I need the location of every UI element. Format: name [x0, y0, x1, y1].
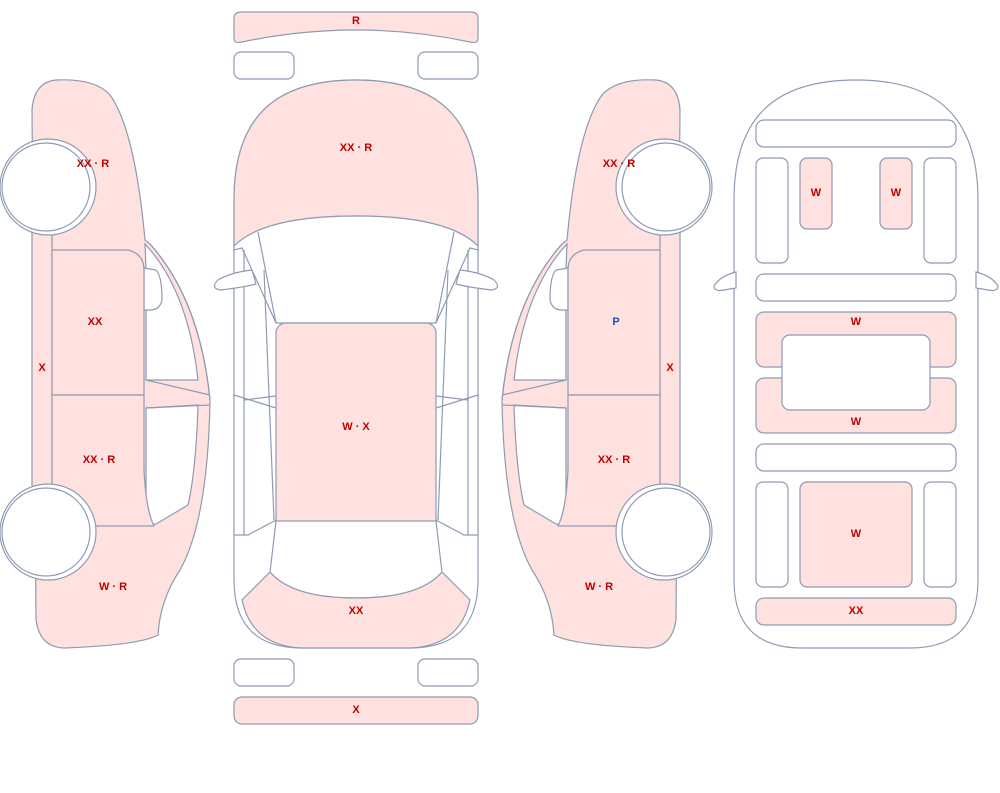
right-side-mirror: [549, 267, 569, 311]
top-view: [213, 11, 499, 725]
label-front-seat-right: W: [891, 187, 902, 199]
front-seat-right-panel[interactable]: [879, 157, 913, 230]
label-front-bumper: X: [352, 704, 360, 716]
label-left-rear-door: XX · R: [83, 454, 115, 466]
interior-right-mirror: [975, 271, 999, 292]
center-console: [781, 334, 931, 411]
label-trunk-lid: XX: [349, 605, 364, 617]
right-rear-wheel: [621, 487, 711, 577]
label-right-rear-quarter: W · R: [585, 581, 613, 593]
rear-bumper-panel[interactable]: [233, 11, 479, 44]
right-front-trim: [923, 481, 957, 588]
label-left-front-fender: XX · R: [77, 158, 109, 170]
label-left-front-door: XX: [88, 316, 103, 328]
right-side-view: [501, 79, 713, 649]
left-headlight: [233, 658, 295, 687]
side-window-right: [437, 250, 469, 535]
label-floor-rear: W: [851, 416, 862, 428]
label-roof: W · X: [342, 421, 370, 433]
a-pillar-left: [257, 231, 277, 324]
rear-parcel-shelf: [755, 119, 957, 148]
left-pillar-lines: [145, 243, 211, 409]
left-rear-trim: [755, 157, 789, 264]
rear-window: [269, 520, 443, 599]
right-front-wheel: [621, 142, 711, 232]
right-rear-trim: [923, 157, 957, 264]
right-headlight: [417, 658, 479, 687]
b-pillar-left: [233, 394, 277, 409]
left-rear-wheel: [1, 487, 91, 577]
label-right-rocker: X: [666, 362, 674, 374]
trunk-lid-panel[interactable]: [241, 571, 471, 649]
console-bar: [755, 273, 957, 302]
left-front-wheel: [1, 142, 91, 232]
left-mirror: [213, 269, 257, 291]
front-seat-left-panel[interactable]: [799, 157, 833, 230]
label-rear-seat: W: [851, 528, 862, 540]
interior-view: [713, 79, 999, 649]
left-side-view: [0, 79, 211, 649]
door-sills: [234, 519, 478, 536]
label-right-front-fender: XX · R: [603, 158, 635, 170]
label-front-seat-left: W: [811, 187, 822, 199]
right-pillar-lines: [501, 243, 567, 409]
dashboard-bar: [755, 443, 957, 472]
left-rear-door-panel[interactable]: [51, 394, 155, 527]
label-floor-front: W: [851, 316, 862, 328]
label-right-front-door: P: [612, 316, 619, 328]
right-window-rear: [513, 404, 567, 525]
label-right-rear-door: XX · R: [598, 454, 630, 466]
a-pillar-right: [435, 231, 455, 324]
front-bumper-panel[interactable]: [233, 696, 479, 725]
right-front-door-panel[interactable]: [567, 249, 661, 396]
label-left-rocker: X: [38, 362, 46, 374]
rear-seat-panel[interactable]: [799, 481, 913, 588]
damage-labels: R XX · R W · X XX X XX · R XX X XX · R W…: [38, 15, 901, 716]
label-left-rear-quarter: W · R: [99, 581, 127, 593]
side-window-left: [243, 250, 275, 535]
label-cargo-floor: XX: [849, 605, 864, 617]
right-rear-door-panel[interactable]: [557, 394, 661, 527]
right-tail-light: [417, 51, 479, 80]
label-hood: XX · R: [340, 142, 372, 154]
left-side-mirror: [143, 267, 163, 311]
right-mirror: [455, 269, 499, 291]
interior-left-mirror: [713, 271, 737, 292]
b-pillar-right: [435, 394, 479, 409]
cargo-floor-panel[interactable]: [755, 597, 957, 626]
left-front-door-panel[interactable]: [51, 249, 145, 396]
left-tail-light: [233, 51, 295, 80]
left-window-rear: [145, 404, 199, 525]
left-front-trim: [755, 481, 789, 588]
windshield: [233, 215, 479, 324]
label-rear-bumper: R: [352, 15, 360, 27]
